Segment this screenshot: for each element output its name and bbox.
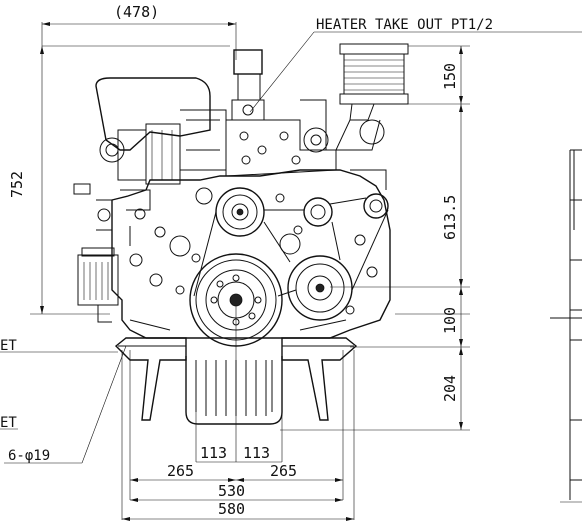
engine-body	[73, 43, 409, 425]
pulley-top-label: 150	[441, 63, 459, 90]
height-label: 752	[8, 171, 26, 198]
right-dimensions: 150 613.5 100 204	[280, 45, 470, 431]
crankcase-block	[111, 169, 391, 339]
heater-callout: HEATER TAKE OUT PT1/2	[249, 17, 582, 113]
top-width-dimension: (478)	[41, 3, 237, 60]
bolt-half-right-label: 113	[243, 444, 270, 462]
mount-span-label: 530	[218, 482, 245, 500]
bolt-holes-label: 6-φ19	[8, 448, 50, 464]
thermostat-housing	[225, 49, 337, 177]
crank-to-mount-label: 613.5	[441, 195, 459, 240]
top-pulley-stack	[335, 43, 409, 151]
base-width-label: 580	[218, 500, 245, 518]
mount-half-left-label: 265	[167, 462, 194, 480]
heater-callout-text: HEATER TAKE OUT PT1/2	[316, 17, 493, 33]
bolt-holes-callout: 6-φ19	[4, 345, 127, 464]
oil-pan	[185, 356, 283, 425]
belt-drive	[169, 187, 389, 347]
bottom-dimensions: 113 113 265 265 530 580	[121, 300, 355, 521]
mount-to-base-label: 204	[441, 375, 459, 402]
et-labels: ET ET	[0, 338, 118, 431]
mount-half-right-label: 265	[270, 462, 297, 480]
upper-manifold	[95, 77, 227, 185]
top-width-label: (478)	[114, 3, 159, 21]
height-dimension: 752	[8, 45, 230, 315]
engine-details	[120, 169, 387, 331]
mount-offset-label: 100	[441, 307, 459, 334]
side-view-partial	[550, 149, 582, 503]
et-label-upper: ET	[0, 338, 17, 354]
et-label-lower: ET	[0, 415, 17, 431]
bolt-half-left-label: 113	[200, 444, 227, 462]
left-accessories	[73, 183, 119, 323]
